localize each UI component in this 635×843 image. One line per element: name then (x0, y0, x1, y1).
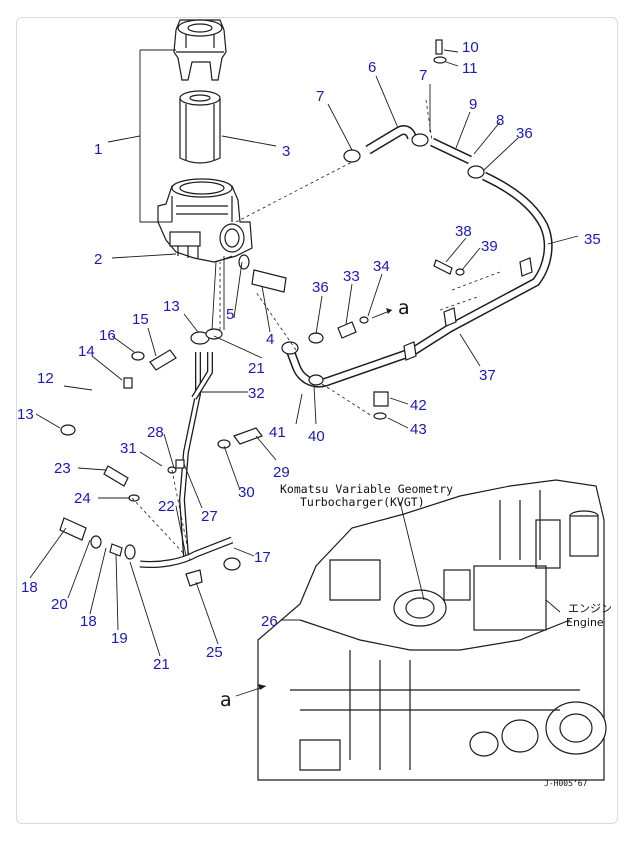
part-label: 36 (312, 279, 329, 296)
drawing-id: J-H005’67 (544, 779, 588, 788)
part-label: 13 (163, 298, 180, 315)
ref-a-label-top: a (398, 297, 410, 319)
part-label: 39 (481, 238, 498, 255)
air-cleaner-body (157, 178, 253, 263)
part-label: 32 (248, 385, 265, 402)
part-label: 23 (54, 460, 71, 477)
ref-a-arrow-top (371, 308, 393, 319)
part-label: 7 (419, 67, 427, 84)
part-label: 12 (37, 370, 54, 387)
engine-caption-jp: エンジン (568, 602, 612, 615)
part-label: 18 (21, 579, 38, 596)
air-cleaner-element (179, 90, 221, 164)
part-label: 34 (373, 258, 390, 275)
part-label: 43 (410, 421, 427, 438)
engine-drawing (257, 479, 607, 781)
part-label: 36 (516, 125, 533, 142)
part-label: 21 (248, 360, 265, 377)
part-label: 19 (111, 630, 128, 647)
part-label: 16 (99, 327, 116, 344)
hose-12 (60, 379, 213, 436)
part-label: 37 (479, 367, 496, 384)
part-label: 17 (254, 549, 271, 566)
ref-a-label-bottom: a (220, 689, 232, 711)
part-label: 4 (266, 331, 274, 348)
part-label: 9 (469, 96, 477, 113)
ref-a-arrow-bottom (235, 684, 267, 697)
kvgt-caption-line2: Turbocharger(KVGT) (300, 495, 425, 509)
reference-dashes (131, 99, 501, 561)
hose-17 (139, 536, 234, 568)
part-label: 5 (226, 306, 234, 323)
fittings-left (59, 254, 287, 560)
part-label: 41 (269, 424, 286, 441)
part-label: 11 (462, 60, 478, 77)
pipe-32 (178, 352, 213, 557)
part-label: 26 (261, 613, 278, 630)
part-label: 18 (80, 613, 97, 630)
part-label: 2 (94, 251, 102, 268)
part-label: 30 (238, 484, 255, 501)
part-label: 27 (201, 508, 218, 525)
part-label: 33 (343, 268, 360, 285)
leader-lines (29, 49, 579, 657)
air-cleaner-cap (173, 19, 227, 81)
part-label: 40 (308, 428, 325, 445)
part-label: 10 (462, 39, 479, 56)
fittings-right (308, 259, 465, 420)
hose-35 (281, 171, 553, 388)
kvgt-caption-line1: Komatsu Variable Geometry (280, 482, 453, 496)
pipe-9 (430, 39, 485, 179)
hose-6 (343, 125, 429, 163)
part-label: 20 (51, 596, 68, 613)
clamp-set (123, 328, 241, 587)
part-label: 7 (316, 88, 324, 105)
part-label: 35 (584, 231, 601, 248)
part-label: 28 (147, 424, 164, 441)
part-label: 15 (132, 311, 149, 328)
part-label: 25 (206, 644, 223, 661)
part-label: 3 (282, 143, 290, 160)
part-label: 42 (410, 397, 427, 414)
part-label: 21 (153, 656, 170, 673)
engine-caption-en: Engine (566, 616, 604, 629)
part-label: 1 (94, 141, 102, 158)
part-label: 38 (455, 223, 472, 240)
part-label: 13 (17, 406, 34, 423)
part-label: 24 (74, 490, 91, 507)
part-label: 6 (368, 59, 376, 76)
part-label: 29 (273, 464, 290, 481)
part-label: 8 (496, 112, 504, 129)
part-label: 14 (78, 343, 95, 360)
part-label: 22 (158, 498, 175, 515)
part-labels: 1 2 3 4 5 6 7 7 8 9 10 11 12 13 13 14 15… (17, 39, 601, 673)
part-label: 31 (120, 440, 137, 457)
